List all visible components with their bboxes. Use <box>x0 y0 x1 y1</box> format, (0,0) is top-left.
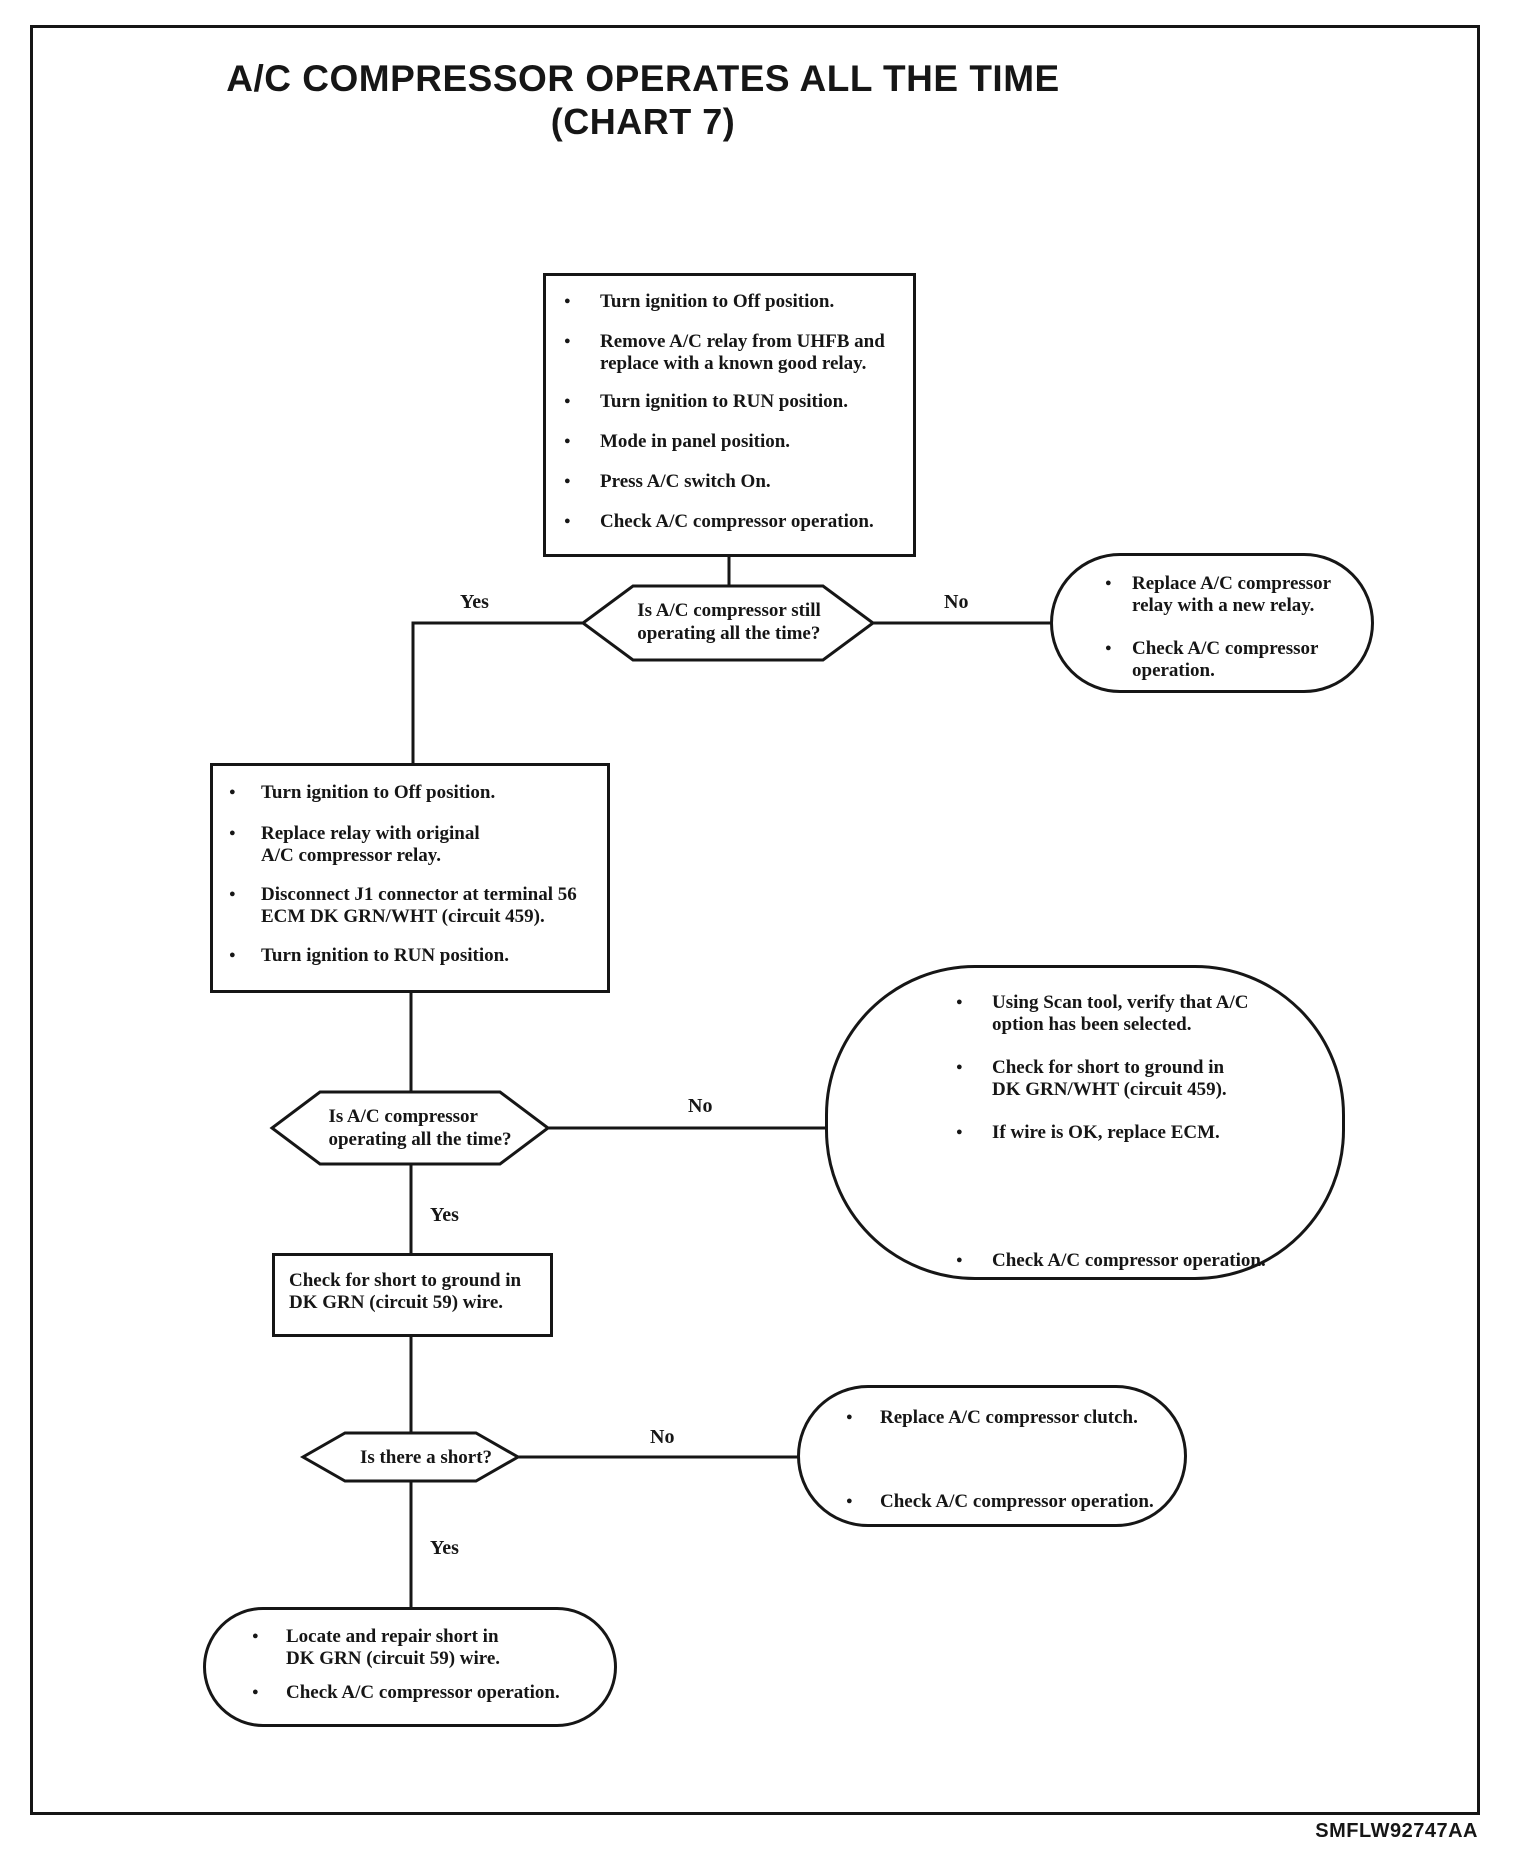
terminal-replace-clutch: Replace A/C compressor clutch. Check A/C… <box>797 1385 1187 1527</box>
decision-3-question: Is there a short? <box>359 1446 493 1468</box>
list-item-text: Mode in panel position. <box>600 431 791 452</box>
step-box-restore-relay: Turn ignition to Off position. Replace r… <box>210 763 610 993</box>
list-gap <box>956 1167 1336 1229</box>
list-item: Replace relay with original A/C compress… <box>229 823 605 867</box>
page-border <box>30 25 1480 1815</box>
edge-label-no-3: No <box>650 1426 675 1448</box>
list-item: Press A/C switch On. <box>564 471 907 495</box>
list-item: Locate and repair short in DK GRN (circu… <box>252 1626 610 1670</box>
edge-label-yes-1: Yes <box>460 591 489 613</box>
list-item-text: Press A/C switch On. <box>600 471 771 492</box>
bullet-icon <box>1105 573 1132 597</box>
bullet-icon <box>252 1682 286 1706</box>
terminal-scan-tool-checks: Using Scan tool, verify that A/C option … <box>825 965 1345 1280</box>
list-item: Check A/C compressor operation. <box>846 1491 1180 1515</box>
bullet-icon <box>1105 638 1132 662</box>
list-item-text: Using Scan tool, verify that A/C option … <box>992 992 1249 1035</box>
decision-1-hexagon <box>580 584 876 662</box>
list-item-text: Check A/C compressor operation. <box>286 1682 560 1703</box>
list-item: Replace A/C compressor relay with a new … <box>1105 573 1367 617</box>
bullet-icon <box>564 431 600 455</box>
list-item: Check A/C compressor operation. <box>252 1682 610 1706</box>
list-item-text: Remove A/C relay from UHFB and replace w… <box>600 331 885 374</box>
bullet-icon <box>564 331 600 355</box>
list-item: Check A/C compressor operation. <box>564 511 907 535</box>
bullet-icon <box>252 1626 286 1650</box>
edge-label-no-2: No <box>688 1095 713 1117</box>
bullet-icon <box>956 1057 992 1081</box>
list-item: Mode in panel position. <box>564 431 907 455</box>
list-item-text: Check for short to ground in DK GRN/WHT … <box>992 1057 1227 1100</box>
bullet-icon <box>846 1491 880 1515</box>
list-item-text: Replace A/C compressor clutch. <box>880 1407 1138 1428</box>
list-item: Turn ignition to Off position. <box>564 291 907 315</box>
list-item: Replace A/C compressor clutch. <box>846 1407 1180 1431</box>
list-item-text: Check A/C compressor operation. <box>600 511 874 532</box>
list-item: Check A/C compressor operation. <box>1105 638 1367 682</box>
terminal-repair-short: Locate and repair short in DK GRN (circu… <box>203 1607 617 1727</box>
list-item-text: Turn ignition to Off position. <box>600 291 835 312</box>
bullet-icon <box>229 884 261 908</box>
list-item: Check for short to ground in DK GRN/WHT … <box>956 1057 1336 1101</box>
list-item: If wire is OK, replace ECM. <box>956 1122 1336 1146</box>
bullet-icon <box>564 471 600 495</box>
list-item-text: Check A/C compressor operation. <box>992 1250 1266 1271</box>
bullet-icon <box>956 1122 992 1146</box>
list-item-text: Disconnect J1 connector at terminal 56 E… <box>261 884 577 927</box>
list-item-text: Check A/C compressor operation. <box>880 1491 1154 1512</box>
decision-2-question: Is A/C compressor operating all the time… <box>328 1106 512 1150</box>
bullet-icon <box>846 1407 880 1431</box>
step-box-check-short: Check for short to ground in DK GRN (cir… <box>272 1253 553 1337</box>
bullet-icon <box>564 291 600 315</box>
bullet-icon <box>229 782 261 806</box>
bullet-icon <box>229 945 261 969</box>
list-item: Turn ignition to RUN position. <box>229 945 605 969</box>
list-item: Remove A/C relay from UHFB and replace w… <box>564 331 907 375</box>
connector-yes-1 <box>411 621 583 766</box>
list-item-text: Locate and repair short in DK GRN (circu… <box>286 1626 501 1669</box>
list-item-text: Turn ignition to RUN position. <box>261 945 509 966</box>
list-item: Turn ignition to Off position. <box>229 782 605 806</box>
list-item: Check A/C compressor operation. <box>956 1250 1336 1274</box>
figure-code: SMFLW92747AA <box>1315 1820 1478 1842</box>
bullet-icon <box>956 992 992 1016</box>
step-box-initial-checks: Turn ignition to Off position. Remove A/… <box>543 273 916 557</box>
list-item: Using Scan tool, verify that A/C option … <box>956 992 1336 1036</box>
list-item-text: Check A/C compressor operation. <box>1132 638 1319 681</box>
decision-1-question: Is A/C compressor still operating all th… <box>637 600 821 644</box>
edge-label-yes-3: Yes <box>430 1537 459 1559</box>
decision-2-hexagon <box>269 1090 551 1166</box>
list-item-text: If wire is OK, replace ECM. <box>992 1122 1220 1143</box>
decision-3-hexagon <box>299 1431 522 1483</box>
list-item: Disconnect J1 connector at terminal 56 E… <box>229 884 605 928</box>
edge-label-no-1: No <box>944 591 969 613</box>
terminal-replace-relay: Replace A/C compressor relay with a new … <box>1050 553 1374 693</box>
bullet-icon <box>564 391 600 415</box>
bullet-icon <box>564 511 600 535</box>
page-subtitle: (CHART 7) <box>550 101 736 142</box>
page-title: A/C COMPRESSOR OPERATES ALL THE TIME <box>226 58 1060 99</box>
list-item: Turn ignition to RUN position. <box>564 391 907 415</box>
bullet-icon <box>229 823 261 847</box>
edge-label-yes-2: Yes <box>430 1204 459 1226</box>
list-item-text: Turn ignition to Off position. <box>261 782 496 803</box>
list-item-text: Replace relay with original A/C compress… <box>261 823 480 866</box>
list-item-text: Replace A/C compressor relay with a new … <box>1132 573 1332 616</box>
bullet-icon <box>956 1250 992 1274</box>
list-item-text: Turn ignition to RUN position. <box>600 391 848 412</box>
